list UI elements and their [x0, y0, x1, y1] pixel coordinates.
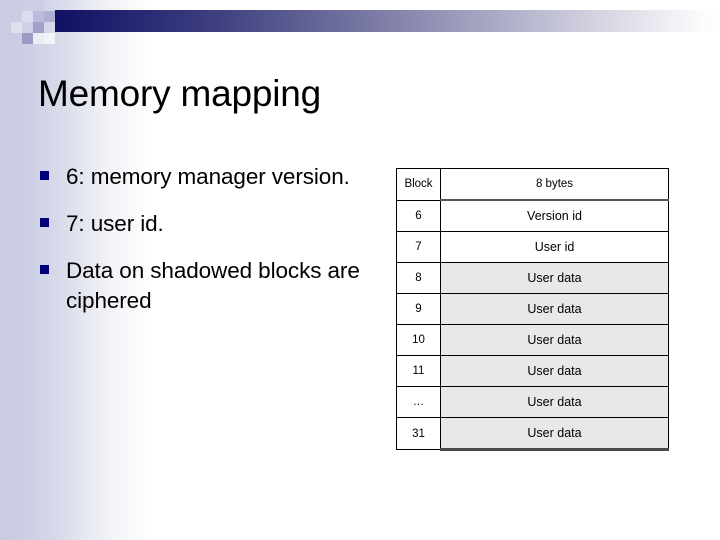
table-row: 11 User data	[396, 355, 669, 387]
table-row: 10 User data	[396, 324, 669, 356]
top-banner-bar	[55, 10, 720, 32]
deco-square	[44, 33, 55, 44]
cell-value: User data	[440, 324, 669, 356]
table-header-row: Block 8 bytes	[396, 168, 669, 201]
square-bullet-icon	[40, 171, 49, 180]
deco-square	[22, 22, 33, 33]
list-item: Data on shadowed blocks are ciphered	[40, 256, 370, 316]
cell-block: 9	[396, 293, 441, 325]
deco-square	[33, 0, 44, 11]
list-item-label: 7: user id.	[66, 211, 164, 236]
cell-block: 7	[396, 231, 441, 263]
cell-value: User id	[440, 231, 669, 263]
deco-square	[33, 11, 44, 22]
cell-value: Version id	[440, 199, 669, 232]
cell-block: 10	[396, 324, 441, 356]
column-header-block: Block	[396, 168, 441, 201]
cell-value: User data	[440, 355, 669, 387]
cell-block: 11	[396, 355, 441, 387]
list-item-label: Data on shadowed blocks are ciphered	[66, 258, 360, 313]
cell-block: 31	[396, 417, 441, 450]
memory-map-table-wrapper: Block 8 bytes 6 Version id 7 User id 8 U…	[396, 168, 669, 451]
table-row: 9 User data	[396, 293, 669, 325]
cell-block: …	[396, 386, 441, 418]
list-item: 7: user id.	[40, 209, 370, 239]
square-bullet-icon	[40, 218, 49, 227]
bullet-list: 6: memory manager version. 7: user id. D…	[40, 162, 370, 333]
table-row: … User data	[396, 386, 669, 418]
cell-value: User data	[440, 262, 669, 294]
cell-block: 8	[396, 262, 441, 294]
deco-square	[33, 33, 44, 44]
square-bullet-icon	[40, 265, 49, 274]
deco-square	[44, 11, 55, 22]
table-row: 8 User data	[396, 262, 669, 294]
deco-square	[22, 11, 33, 22]
cell-block: 6	[396, 199, 441, 232]
deco-square	[22, 33, 33, 44]
memory-map-table: Block 8 bytes 6 Version id 7 User id 8 U…	[396, 168, 669, 451]
corner-decoration	[0, 0, 70, 50]
cell-value: User data	[440, 293, 669, 325]
page-title: Memory mapping	[38, 73, 322, 114]
cell-value: User data	[440, 417, 669, 451]
table-row: 31 User data	[396, 417, 669, 451]
list-item: 6: memory manager version.	[40, 162, 370, 192]
table-row: 6 Version id	[396, 199, 669, 232]
cell-value: User data	[440, 386, 669, 418]
list-item-label: 6: memory manager version.	[66, 164, 350, 189]
deco-square	[11, 22, 22, 33]
table-row: 7 User id	[396, 231, 669, 263]
column-header-bytes: 8 bytes	[440, 168, 669, 201]
deco-square	[33, 22, 44, 33]
